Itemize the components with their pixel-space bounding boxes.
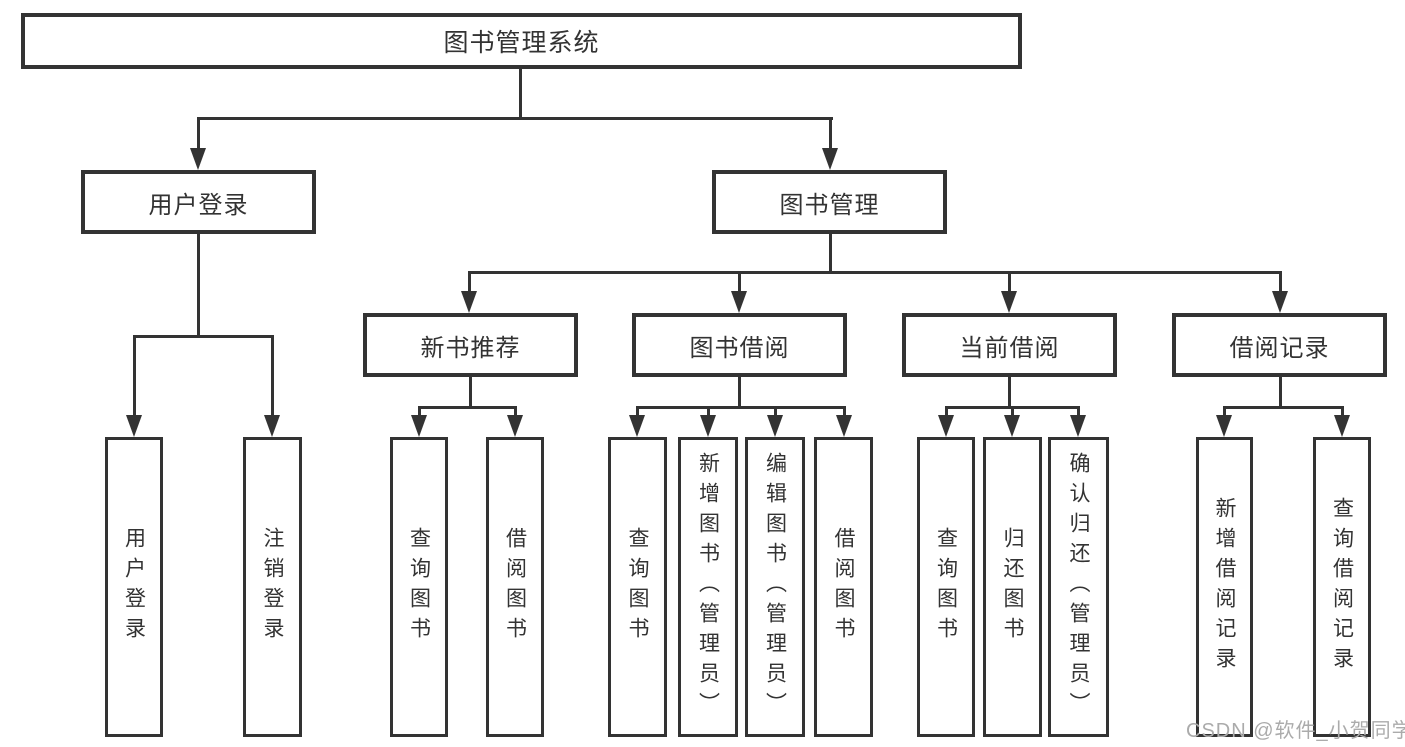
connector — [829, 117, 832, 150]
arrowhead-down-icon — [126, 415, 142, 437]
node-bw-add-books-admin: 新增图书（管理员） — [678, 437, 738, 737]
connector — [636, 406, 639, 415]
arrowhead-down-icon — [411, 415, 427, 437]
connector — [829, 234, 832, 271]
connector — [197, 117, 200, 150]
leaf-label: 借阅图书 — [832, 527, 855, 647]
node-book-borrow: 图书借阅 — [632, 313, 847, 377]
node-nb-query-books: 查询图书 — [390, 437, 448, 737]
leaf-label: 查询图书 — [407, 527, 431, 647]
node-rc-query-record: 查询借阅记录 — [1313, 437, 1371, 737]
arrowhead-down-icon — [836, 415, 852, 437]
leaf-label: 查询图书 — [934, 527, 958, 647]
leaf-label: 新增图书（管理员） — [696, 452, 720, 722]
connector — [843, 406, 846, 415]
connector — [519, 69, 522, 117]
arrowhead-down-icon — [190, 148, 206, 170]
connector — [133, 335, 274, 338]
connector — [1279, 377, 1282, 406]
node-user-login-leaf: 用户登录 — [105, 437, 163, 737]
connector — [636, 406, 846, 409]
leaf-label: 查询图书 — [626, 527, 649, 647]
leaf-label: 注销登录 — [261, 527, 284, 647]
connector — [514, 406, 517, 415]
connector — [1008, 377, 1011, 406]
node-bw-query-books: 查询图书 — [608, 437, 667, 737]
node-cu-confirm-return-admin: 确认归还（管理员） — [1048, 437, 1109, 737]
arrowhead-down-icon — [700, 415, 716, 437]
leaf-label: 编辑图书（管理员） — [763, 452, 787, 722]
arrowhead-down-icon — [938, 415, 954, 437]
arrowhead-down-icon — [1334, 415, 1350, 437]
leaf-label: 新增借阅记录 — [1213, 497, 1236, 677]
node-user-login: 用户登录 — [81, 170, 316, 234]
connector — [468, 271, 471, 291]
connector — [738, 271, 741, 291]
connector — [133, 335, 136, 415]
connector — [468, 271, 1282, 274]
arrowhead-down-icon — [629, 415, 645, 437]
connector — [1011, 406, 1014, 415]
node-cu-query-books: 查询图书 — [917, 437, 975, 737]
leaf-label: 确认归还（管理员） — [1067, 452, 1090, 722]
connector — [945, 406, 948, 415]
node-nb-borrow-books: 借阅图书 — [486, 437, 544, 737]
leaf-label: 归还图书 — [1001, 527, 1024, 647]
connector — [774, 406, 777, 415]
node-borrow-records: 借阅记录 — [1172, 313, 1387, 377]
connector — [418, 406, 517, 409]
arrowhead-down-icon — [1001, 291, 1017, 313]
arrowhead-down-icon — [767, 415, 783, 437]
leaf-label: 查询借阅记录 — [1330, 497, 1354, 677]
connector — [707, 406, 710, 415]
node-bw-borrow-books: 借阅图书 — [814, 437, 873, 737]
node-current-borrow: 当前借阅 — [902, 313, 1117, 377]
connector — [469, 377, 472, 406]
leaf-label: 借阅图书 — [503, 527, 527, 647]
leaf-label: 用户登录 — [122, 527, 146, 647]
arrowhead-down-icon — [1216, 415, 1232, 437]
arrowhead-down-icon — [264, 415, 280, 437]
connector — [197, 117, 833, 120]
connector — [738, 377, 741, 406]
arrowhead-down-icon — [461, 291, 477, 313]
node-bw-edit-books-admin: 编辑图书（管理员） — [745, 437, 805, 737]
node-rc-add-record: 新增借阅记录 — [1196, 437, 1253, 737]
csdn-watermark: CSDN @软件_小贺同学 — [1186, 720, 1405, 742]
connector — [197, 234, 200, 335]
connector — [1279, 271, 1282, 291]
arrowhead-down-icon — [1272, 291, 1288, 313]
arrowhead-down-icon — [1004, 415, 1020, 437]
node-cu-return-books: 归还图书 — [983, 437, 1042, 737]
connector — [418, 406, 421, 415]
connector — [1341, 406, 1344, 415]
connector — [1008, 271, 1011, 291]
node-new-book-recommend: 新书推荐 — [363, 313, 578, 377]
connector — [1077, 406, 1080, 415]
connector — [1223, 406, 1226, 415]
connector — [1223, 406, 1344, 409]
connector — [271, 335, 274, 415]
arrowhead-down-icon — [1070, 415, 1086, 437]
node-library-management-system: 图书管理系统 — [21, 13, 1022, 69]
arrowhead-down-icon — [822, 148, 838, 170]
arrowhead-down-icon — [731, 291, 747, 313]
node-book-management: 图书管理 — [712, 170, 947, 234]
node-logout: 注销登录 — [243, 437, 302, 737]
arrowhead-down-icon — [507, 415, 523, 437]
